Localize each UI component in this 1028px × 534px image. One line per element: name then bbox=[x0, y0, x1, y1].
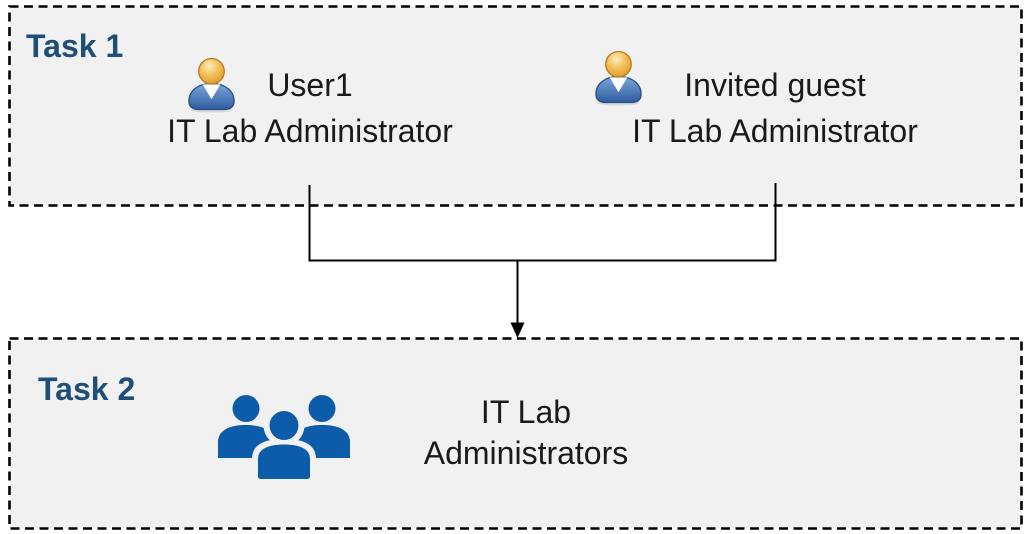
task1-member-role: IT Lab Administrator bbox=[632, 113, 918, 149]
task1-member-name: User1 bbox=[267, 67, 353, 103]
task2-box bbox=[8, 337, 1023, 530]
task2-label: Task 2 bbox=[38, 371, 136, 407]
task1-box bbox=[8, 5, 1023, 207]
task1-member-name: Invited guest bbox=[684, 67, 866, 103]
connector-merge-line bbox=[308, 183, 777, 262]
task2-group-name-line2: Administrators bbox=[423, 435, 629, 471]
task2-group-name: IT Lab Administrators bbox=[326, 392, 726, 474]
task2-group-name-line1: IT Lab bbox=[480, 394, 572, 430]
arrowhead-down-icon bbox=[510, 322, 525, 338]
task1-member-role: IT Lab Administrator bbox=[167, 113, 453, 149]
task1-label: Task 1 bbox=[26, 28, 124, 64]
